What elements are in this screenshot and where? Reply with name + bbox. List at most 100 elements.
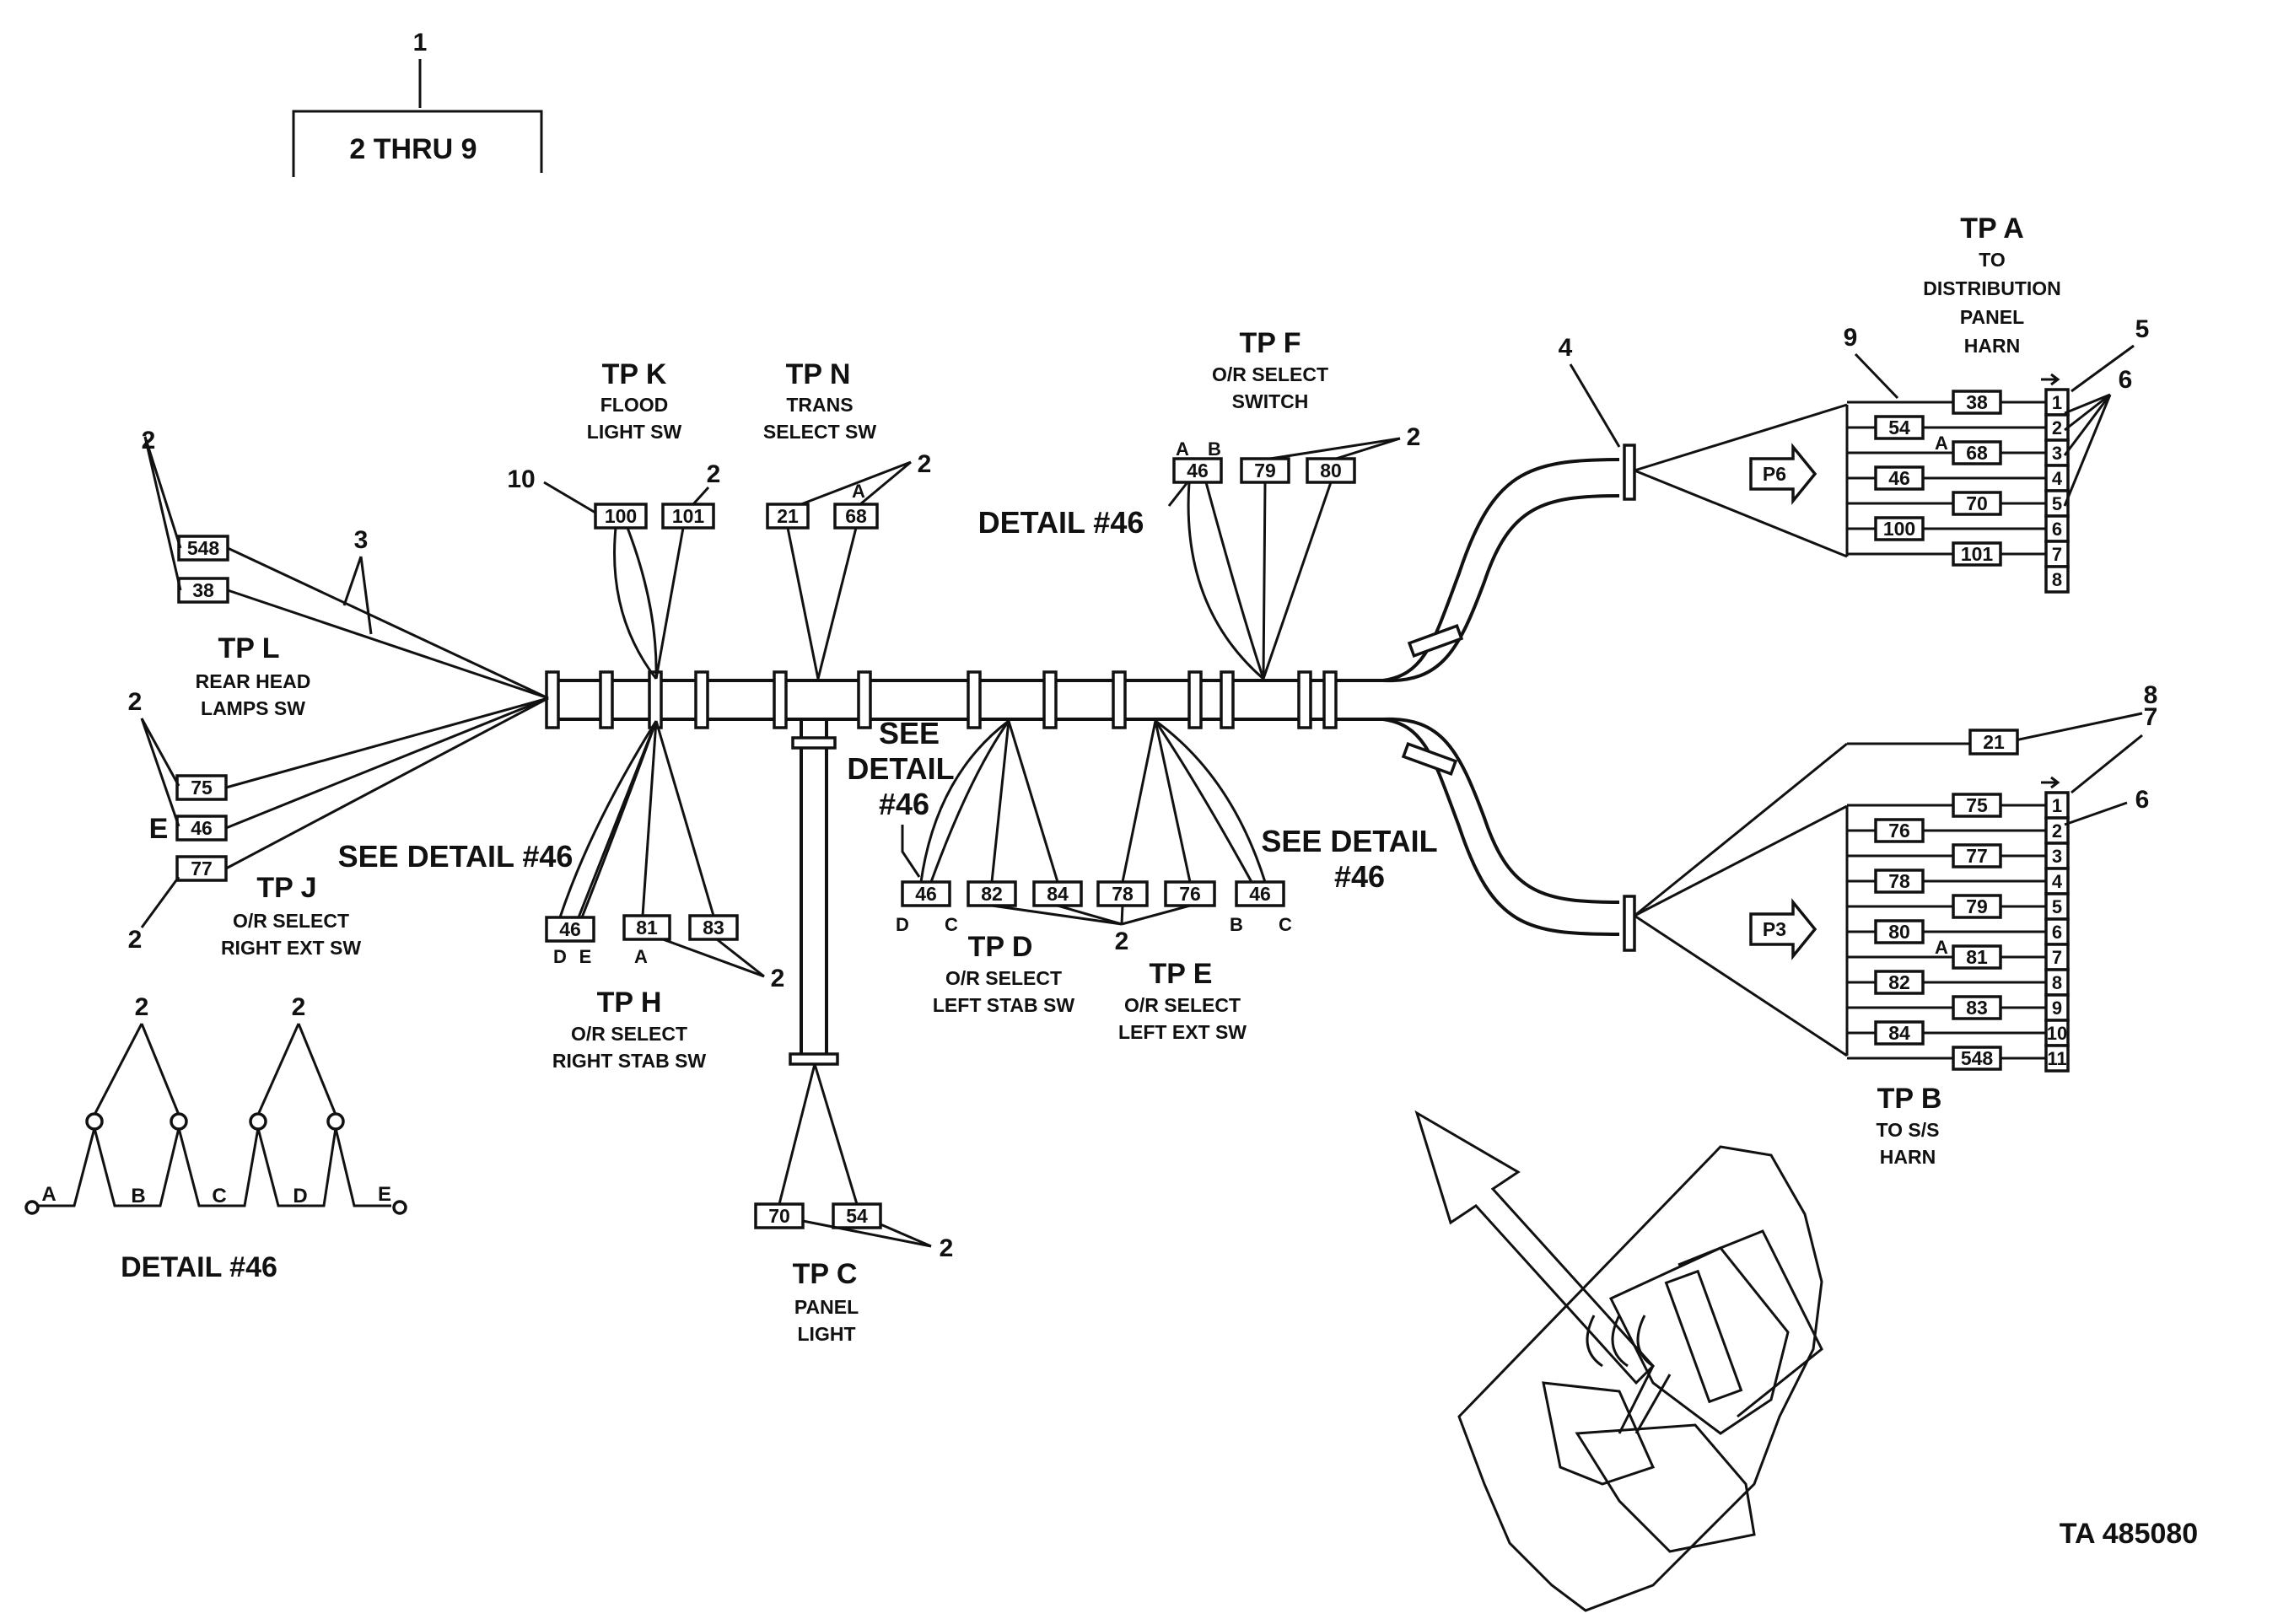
p3-pin-number: 9 [2052,998,2062,1019]
tp-c-group: 70 54 2 TP C PANEL LIGHT [754,1063,953,1345]
tp-h-desc: RIGHT STAB SW [552,1050,707,1072]
wire-number: 21 [1983,731,2005,753]
tp-k-desc: LIGHT SW [587,421,682,443]
wire-box [594,503,648,530]
wire-number: 548 [187,537,220,559]
p6-pin-number: 5 [2052,493,2062,514]
tp-e-desc: O/R SELECT [1124,994,1241,1016]
wire-box [1952,541,2002,567]
p6-pin-number: 2 [2052,417,2062,438]
harness-trunk [545,444,1636,1066]
wire-number: 80 [1888,921,1910,943]
wire-number: 84 [1047,883,1069,905]
callout-6: 6 [2135,786,2150,814]
wire-number: 70 [1966,492,1988,514]
p3-pin-number: 4 [2052,871,2063,892]
pin-letter: A [634,946,648,967]
wire-number: 83 [703,917,724,938]
pin-letter: C [1279,914,1292,935]
p3-pin-number: 7 [2052,947,2062,968]
callout-2: 2 [128,688,143,716]
terminal-letter: B [131,1185,145,1207]
wire-box [1164,880,1216,907]
callout-2: 2 [135,993,149,1021]
wire-number: 76 [1888,820,1910,842]
tp-f-group: TP F O/R SELECT SWITCH A B 46 79 80 2 DE… [978,327,1421,680]
tp-e-desc: LEFT EXT SW [1118,1021,1247,1043]
wire-number: 78 [1112,883,1134,905]
figure-id: TA 485080 [2060,1518,2198,1550]
callout-3: 3 [354,526,369,554]
wire-number: 81 [1966,946,1988,968]
wire-box [1952,793,2002,818]
detail-46-ref: DETAIL #46 [978,505,1144,540]
p3-pin-number: 6 [2052,922,2062,943]
wire-box [1952,440,2002,465]
wire-number: 100 [1883,518,1915,540]
wire-number: 54 [1888,417,1910,438]
detail-46-inset: 2 2 A B C D E DETAIL #46 [24,993,407,1283]
wire-number: 79 [1966,895,1988,917]
wire-number: 84 [1888,1022,1910,1044]
tp-f-desc: SWITCH [1232,390,1309,412]
p3-pin-number: 1 [2052,795,2062,816]
tp-d-group: SEE DETAIL #46 46 82 84 D C TP D O/R SEL… [847,716,1083,1016]
wire-number: 75 [1966,794,1988,816]
wire-box [661,503,715,530]
splice-point [249,1112,267,1131]
see-detail-46: DETAIL [847,751,954,786]
p3-pin-cell [2044,842,2070,870]
tp-e-title: TP E [1150,958,1213,990]
tp-d-title: TP D [968,931,1033,963]
tp-j-desc: RIGHT EXT SW [221,937,361,959]
callout-2: 2 [142,427,156,454]
wire-number: 54 [846,1205,868,1227]
callout-2: 2 [918,450,932,478]
tp-j-title: TP J [256,872,316,904]
tp-c-desc: PANEL [794,1296,859,1318]
wire-number: 21 [777,505,799,527]
wire-box [1952,843,2002,868]
splice-point [326,1112,345,1131]
tp-n-desc: SELECT SW [763,421,876,443]
p3-pin-number: 2 [2052,820,2062,842]
callout-2: 2 [1407,423,1421,451]
p6-pin-number: 6 [2052,519,2062,540]
wire-box [1874,516,1925,541]
pin-letter: A [1176,438,1189,460]
tp-k-desc: FLOOD [600,394,669,416]
tp-a-group: TP A TO DISTRIBUTION PANEL HARN 4 9 P6 1… [1559,212,2149,594]
wire-number: 46 [559,918,581,940]
tp-l-desc: LAMPS SW [201,697,305,719]
p3-pin-number: 5 [2052,896,2062,917]
tp-d-desc: O/R SELECT [945,967,1062,989]
tp-b-desc: HARN [1880,1146,1936,1168]
wire-box [1235,880,1285,907]
tp-f-title: TP F [1239,327,1300,359]
see-detail-46: #46 [1334,859,1385,894]
p6-pin-number: 7 [2052,544,2062,565]
wire-number: 70 [768,1205,790,1227]
p3-pin-number: 11 [2047,1048,2066,1069]
p6-pin-number: 8 [2052,569,2062,590]
wire-box [833,503,879,530]
wire-box [175,855,228,882]
tp-a-desc: DISTRIBUTION [1923,277,2061,299]
tp-l-group: 548 38 2 3 TP L REAR HEAD LAMPS SW [142,427,549,719]
wire-number: 46 [191,817,213,839]
wire-number: 76 [1179,883,1201,905]
tp-n-desc: TRANS [786,394,853,416]
wire-box [1874,415,1925,440]
locator-illustration [1414,1110,1823,1612]
tp-n-title: TP N [786,358,851,390]
wire-number: 81 [636,917,658,938]
callout-2: 2 [292,993,306,1021]
terminal-letter: A [41,1183,56,1206]
tp-l-desc: REAR HEAD [196,670,311,692]
wire-number: 82 [1888,971,1910,993]
wire-number: 68 [1966,442,1988,464]
pin-letter: E [579,946,592,967]
splice-point [85,1112,104,1131]
tp-a-title: TP A [1960,212,2024,245]
